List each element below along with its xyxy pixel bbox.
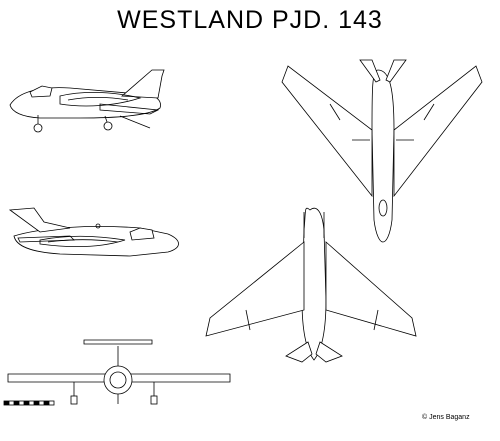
- side-view-gear-up: [8, 207, 179, 257]
- top-view: [281, 59, 483, 243]
- scale-bar: [3, 400, 55, 406]
- drawing-title: WESTLAND PJD. 143: [117, 6, 383, 34]
- front-view: [7, 339, 231, 405]
- side-view-gear-down: [9, 69, 165, 133]
- author-credit: © Jens Baganz: [422, 414, 470, 421]
- bottom-view: [205, 207, 417, 363]
